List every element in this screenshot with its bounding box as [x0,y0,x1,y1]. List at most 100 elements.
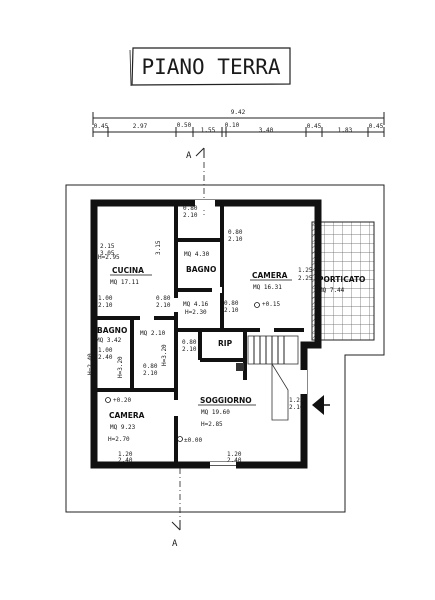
room-area: MQ 7.44 [319,287,345,294]
annotation: 2.10 [143,370,158,377]
annotation: 1.00 [98,295,113,302]
annotation: 3.15 [155,240,162,255]
room-height: H=2.70 [108,436,130,443]
dimension-segment: 2.97 [133,123,148,130]
annotation: 2.15 [100,243,115,250]
annotation: 2.40 [118,457,133,464]
annotation: 2.10 [98,302,113,309]
room-area: MQ 16.31 [253,284,282,291]
door-gap [300,370,307,394]
room-bagno-1: BAGNO MQ 4.30 [184,251,216,274]
exterior-wall [90,199,322,469]
annotation: ±0.00 [184,437,202,444]
title-frame [131,47,291,86]
room-height: H=2.85 [201,421,223,428]
dimension-segment: 0.45 [307,123,322,130]
dimension-segment: 1.55 [201,127,216,134]
annotation: 0.80 [156,295,171,302]
room-ripostiglio: RIP [218,339,233,348]
annotation: 0.80 [224,300,239,307]
annotation: 0.80 [183,205,198,212]
annotation: 2.10 [228,236,243,243]
dimension-segment: 0.50 [177,122,192,129]
annotation: H=2.30 [185,309,207,316]
section-arrow-bottom [171,520,181,531]
door-gap [212,287,222,293]
annotation: +0.15 [262,301,280,308]
annotation: 2.10 [224,307,239,314]
room-area: MQ 9.23 [110,424,136,431]
dimension-segment: 0.45 [369,123,384,130]
porticato-floor [311,221,375,341]
room-label: SOGGIORNO [200,396,252,405]
dimension-total: 9.42 [231,109,246,116]
room-label: RIP [218,339,233,348]
annotation: 2.10 [289,404,304,411]
interior-walls [94,203,304,465]
annotation: 2.40 [98,354,113,361]
annotation: 2.40 [227,457,242,464]
door-gap [195,200,215,207]
stair-frame [247,335,299,365]
title-block: PIANO TERRA [129,47,291,87]
door-gap [260,327,274,333]
room-area: MQ 19.60 [201,409,230,416]
door-openings [140,200,307,469]
annotation: 2.10 [183,212,198,219]
room-label: BAGNO [97,326,127,335]
annotation: 3.05 [100,250,115,257]
room-label: CAMERA [109,411,145,420]
annotation: 1.25 [298,267,313,274]
room-height: H=2.40 [87,353,94,375]
level-mark-icon [177,436,183,442]
room-area: MQ 3.42 [96,337,122,344]
room-camera-2: CAMERA MQ 9.23 H=2.70 [108,411,145,443]
site-boundary [65,184,385,513]
annotation: 1.20 [118,451,133,458]
annotation: H=3.20 [161,344,168,366]
level-marks [105,302,260,442]
room-bagno-2: BAGNO MQ 3.42 H=2.40 [87,326,127,375]
stair-landing [271,362,289,421]
annotation: H=3.20 [117,356,124,378]
section-marker-top: A [186,151,192,161]
annotation: 2.10 [182,346,197,353]
room-camera-1: CAMERA MQ 16.31 [250,271,292,291]
door-annotations: 0.80 2.10 2.15 3.05 3.15 1.00 2.10 0.80 … [98,205,313,464]
dimension-segment: 3.40 [259,127,274,134]
room-soggiorno: SOGGIORNO MQ 19.60 H=2.85 [198,396,256,428]
staircase [236,335,299,421]
annotation: MQ 2.10 [140,330,166,337]
dimension-segment: 1.83 [338,127,353,134]
dimension-segment: 0.45 [94,123,109,130]
annotation: 2.25 [298,275,313,282]
annotation: 0.80 [228,229,243,236]
annotation: MQ 4.16 [183,301,209,308]
room-label: CUCINA [112,266,144,275]
level-mark-icon [254,302,260,308]
room-label: CAMERA [252,271,288,280]
room-cucina: CUCINA MQ 17.11 H=2.95 [98,254,152,286]
section-arrow-top [195,147,205,158]
room-area: MQ 17.11 [110,279,139,286]
level-mark-icon [105,397,111,403]
door-gap [140,315,154,321]
annotation: 1.25 [289,397,304,404]
title-frame-shadow [129,49,132,87]
room-area: MQ 4.30 [184,251,210,258]
annotation: 1.20 [227,451,242,458]
dimension-segment: 0.10 [225,122,240,129]
door-gap [173,298,179,312]
room-porticato: PORTICATO MQ 7.44 [318,275,365,294]
stair-post [236,363,244,371]
dimension-chain: 9.42 0.45 2.97 0.50 1.55 0.10 3.40 0.45 … [92,109,385,137]
annotation: +0.20 [113,397,131,404]
entrance-arrow-icon [312,395,324,415]
room-label: PORTICATO [318,275,365,284]
annotation: 0.80 [143,363,158,370]
room-label: BAGNO [186,265,216,274]
section-marker-bottom: A [172,539,178,549]
page-title: PIANO TERRA [141,55,280,79]
annotation: 0.80 [182,339,197,346]
